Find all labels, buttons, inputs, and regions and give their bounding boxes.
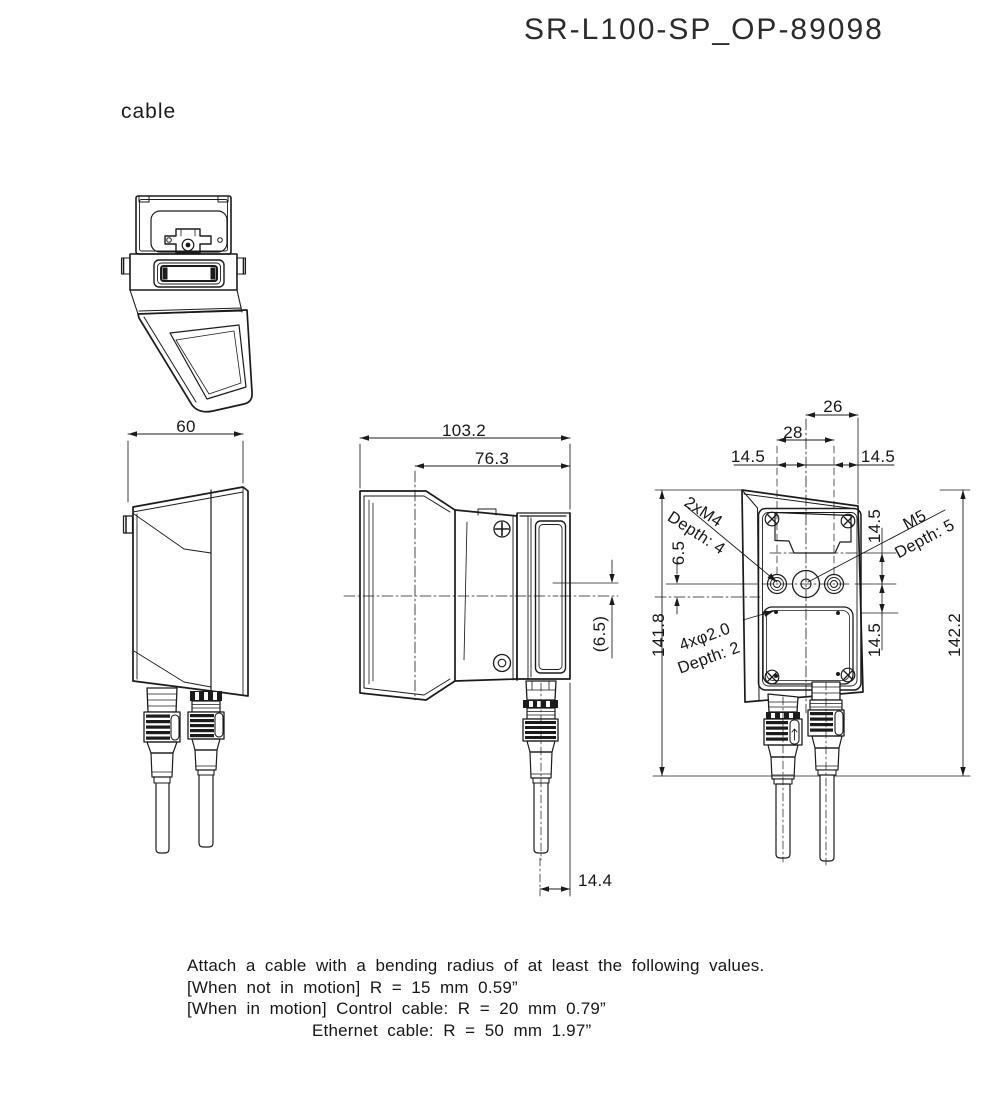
dim-front-cable-offset: 14.4 — [578, 871, 613, 890]
drawing-title: SR-L100-SP_OP-89098 — [524, 13, 884, 46]
note-line-2: [When not in motion] R = 15 mm 0.59” — [187, 977, 518, 997]
section-label: cable — [121, 100, 177, 123]
cable-bending-notes: Attach a cable with a bending radius of … — [187, 955, 764, 1041]
front-view-drawing — [343, 435, 619, 897]
dim-rear-side-lower-145: 14.5 — [865, 622, 884, 658]
dim-rear-side-upper-145: 14.5 — [865, 508, 884, 544]
dim-rear-26: 26 — [823, 397, 843, 416]
dim-rear-height-right: 142.2 — [945, 612, 964, 658]
dim-front-total-width: 103.2 — [441, 421, 487, 440]
dim-side-width: 60 — [176, 417, 196, 436]
dim-rear-height-left: 141.8 — [649, 612, 668, 658]
dim-rear-28: 28 — [783, 423, 803, 442]
dim-rear-top-left-145: 14.5 — [730, 447, 766, 466]
dim-front-body-width: 76.3 — [474, 449, 510, 468]
side-view-drawing — [122, 431, 249, 854]
dim-front-axis-offset: (6.5) — [590, 615, 609, 653]
top-view-drawing — [120, 195, 253, 413]
note-line-4: Ethernet cable: R = 50 mm 1.97” — [312, 1020, 592, 1040]
rear-view-drawing — [652, 412, 971, 866]
note-line-1: Attach a cable with a bending radius of … — [187, 956, 765, 975]
dim-rear-axis-offset: 6.5 — [669, 540, 688, 566]
note-line-3: [When in motion] Control cable: R = 20 m… — [187, 999, 606, 1018]
dim-rear-top-right-145: 14.5 — [860, 447, 896, 466]
